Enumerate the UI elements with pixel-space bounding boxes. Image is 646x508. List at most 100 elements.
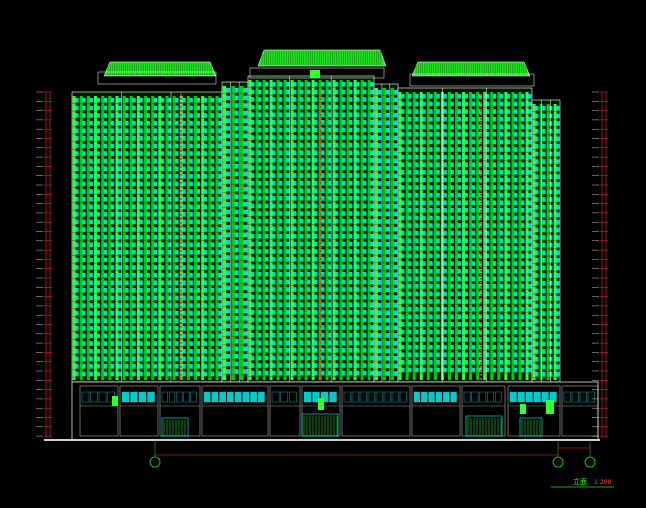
- window: [125, 120, 129, 126]
- window: [328, 218, 332, 224]
- window: [189, 212, 193, 217]
- window: [153, 333, 158, 339]
- window: [436, 246, 440, 251]
- window: [286, 142, 290, 148]
- window: [203, 364, 208, 369]
- window: [377, 264, 382, 270]
- window: [279, 249, 283, 254]
- window: [443, 101, 447, 107]
- window: [556, 258, 560, 263]
- podium-window: [303, 391, 312, 403]
- window: [279, 211, 283, 216]
- window: [196, 166, 200, 171]
- window: [549, 356, 553, 362]
- wall-strip: [433, 92, 437, 380]
- window: [507, 268, 511, 274]
- window: [499, 94, 504, 99]
- window: [218, 158, 222, 164]
- window: [251, 279, 255, 285]
- window: [363, 332, 367, 338]
- window: [82, 234, 86, 240]
- window: [492, 101, 497, 107]
- window: [103, 128, 108, 133]
- window: [293, 340, 297, 345]
- window: [265, 279, 269, 285]
- podium-green-panel: [520, 404, 526, 414]
- window: [408, 185, 412, 190]
- window: [385, 211, 390, 217]
- window: [363, 196, 367, 201]
- window: [225, 323, 230, 329]
- window: [75, 310, 79, 316]
- window: [521, 139, 525, 145]
- window: [342, 82, 346, 87]
- window: [272, 355, 276, 361]
- window: [243, 133, 248, 139]
- window: [457, 116, 461, 122]
- window: [139, 250, 143, 255]
- window: [286, 188, 290, 193]
- window: [265, 104, 269, 110]
- window: [429, 337, 433, 342]
- window: [457, 284, 461, 289]
- shaft-mark: [180, 206, 182, 208]
- window: [314, 135, 318, 140]
- window: [96, 326, 100, 331]
- window: [464, 230, 468, 236]
- window: [314, 370, 318, 376]
- window: [328, 180, 332, 186]
- window: [189, 196, 193, 202]
- window: [408, 177, 412, 183]
- window: [89, 280, 93, 285]
- window: [307, 150, 311, 155]
- window: [251, 355, 255, 361]
- window: [251, 294, 255, 300]
- window: [328, 226, 332, 231]
- window: [478, 139, 483, 145]
- window: [321, 241, 325, 247]
- window: [225, 202, 230, 207]
- podium-window: [421, 391, 428, 403]
- window: [132, 204, 136, 209]
- window: [286, 363, 290, 368]
- window: [457, 314, 461, 319]
- window: [356, 241, 360, 247]
- shaft-mark: [480, 274, 482, 276]
- window: [393, 211, 398, 217]
- title-text: 立面: [573, 477, 587, 486]
- window: [203, 272, 208, 278]
- window: [443, 116, 447, 122]
- wall-strip: [382, 88, 386, 380]
- window: [335, 127, 339, 133]
- window: [464, 185, 468, 190]
- window: [89, 371, 93, 377]
- window: [321, 89, 325, 95]
- window: [507, 230, 511, 236]
- podium-window: [525, 391, 533, 403]
- window: [218, 265, 222, 270]
- window: [385, 150, 390, 156]
- window: [485, 162, 490, 167]
- window: [211, 227, 215, 232]
- window: [196, 333, 200, 339]
- window: [422, 352, 426, 357]
- window: [96, 166, 100, 171]
- window: [314, 150, 318, 155]
- window: [203, 174, 208, 179]
- window: [385, 318, 390, 323]
- window: [542, 151, 546, 157]
- window: [286, 256, 290, 262]
- window: [485, 322, 490, 327]
- window: [356, 332, 360, 338]
- window: [436, 367, 440, 373]
- window: [125, 356, 129, 361]
- wall-strip: [390, 88, 394, 380]
- window: [485, 230, 490, 236]
- window: [464, 329, 468, 335]
- window: [422, 268, 426, 274]
- window: [146, 326, 150, 331]
- window: [307, 104, 311, 110]
- window: [507, 215, 511, 221]
- window: [118, 242, 122, 247]
- window: [393, 219, 398, 224]
